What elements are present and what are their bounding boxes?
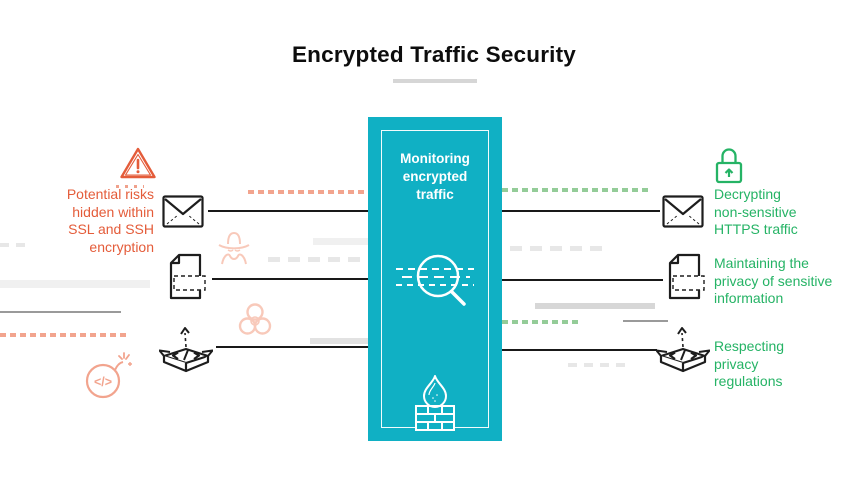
dashed-line-gray-right-sm (568, 363, 628, 367)
left-caption: Potential risks hidden within SSL and SS… (66, 186, 154, 255)
title-underline (393, 79, 477, 83)
envelope-icon-right (662, 194, 704, 229)
connector-line-left-2 (212, 278, 368, 280)
dashed-line-salmon-left (248, 190, 368, 194)
thin-gray-line-right (623, 320, 668, 322)
warning-triangle-icon (119, 146, 157, 180)
open-box-icon-left (159, 324, 213, 374)
dashed-line-gray-right (510, 246, 606, 251)
connector-line-right-3 (502, 349, 657, 351)
connector-line-right-1 (502, 210, 660, 212)
page-title: Encrypted Traffic Security (291, 42, 577, 67)
dashed-line-gray-edge (0, 243, 32, 247)
right-caption-1: Decrypting non-sensitive HTTPS traffic (714, 186, 798, 237)
right-caption-3: Respecting privacy regulations (714, 338, 785, 389)
lock-icon (713, 146, 745, 186)
gray-bar-right (535, 303, 655, 309)
connector-line-left-3 (216, 346, 368, 348)
code-bomb-icon: </> (82, 350, 132, 400)
brick-wall-icon (415, 405, 455, 431)
magnifier-traffic-icon (390, 246, 480, 310)
dashed-line-gray-left (268, 257, 368, 262)
gray-bar-left-1 (313, 238, 368, 245)
spy-icon (214, 228, 254, 266)
dotted-accent-salmon (116, 185, 144, 188)
envelope-icon-left (162, 194, 204, 229)
open-box-icon-right (656, 324, 710, 374)
panel-label: Monitoring encrypted traffic (400, 151, 470, 202)
svg-text:</>: </> (94, 375, 112, 389)
biohazard-icon (236, 301, 274, 339)
flame-icon (420, 375, 450, 409)
dashed-line-salmon-edge (0, 333, 130, 337)
connector-line-right-2 (502, 279, 663, 281)
monitoring-panel: Monitoring encrypted traffic (368, 117, 502, 441)
gray-bar-left-2 (310, 338, 368, 344)
connector-line-left-1 (208, 210, 368, 212)
gray-bar-edge (0, 280, 150, 288)
document-icon-left (167, 253, 209, 301)
document-icon-right (666, 253, 708, 301)
right-caption-2: Maintaining the privacy of sensitive inf… (714, 255, 833, 306)
dashed-line-green-right-1 (502, 188, 650, 192)
dashed-line-green-right-2 (502, 320, 580, 324)
thin-gray-line-edge (0, 311, 121, 313)
